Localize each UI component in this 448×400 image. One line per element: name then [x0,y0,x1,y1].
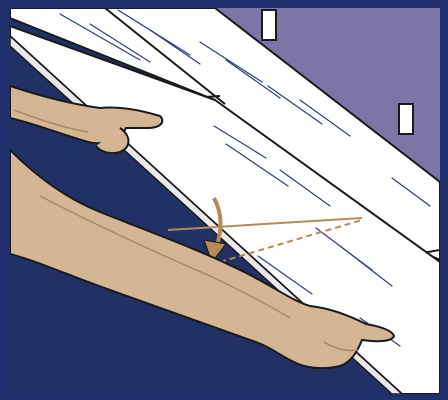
wood-grain [59,9,431,347]
wall-spacer-right [398,103,414,135]
angle-guide-solid [167,217,363,231]
wall-spacer-left [261,9,277,41]
plank-joint-1 [104,8,226,105]
angle-guide-dashed [219,219,363,263]
lower-hand [10,148,396,370]
upper-hand [10,84,164,154]
rotate-arrow-icon [203,197,227,264]
